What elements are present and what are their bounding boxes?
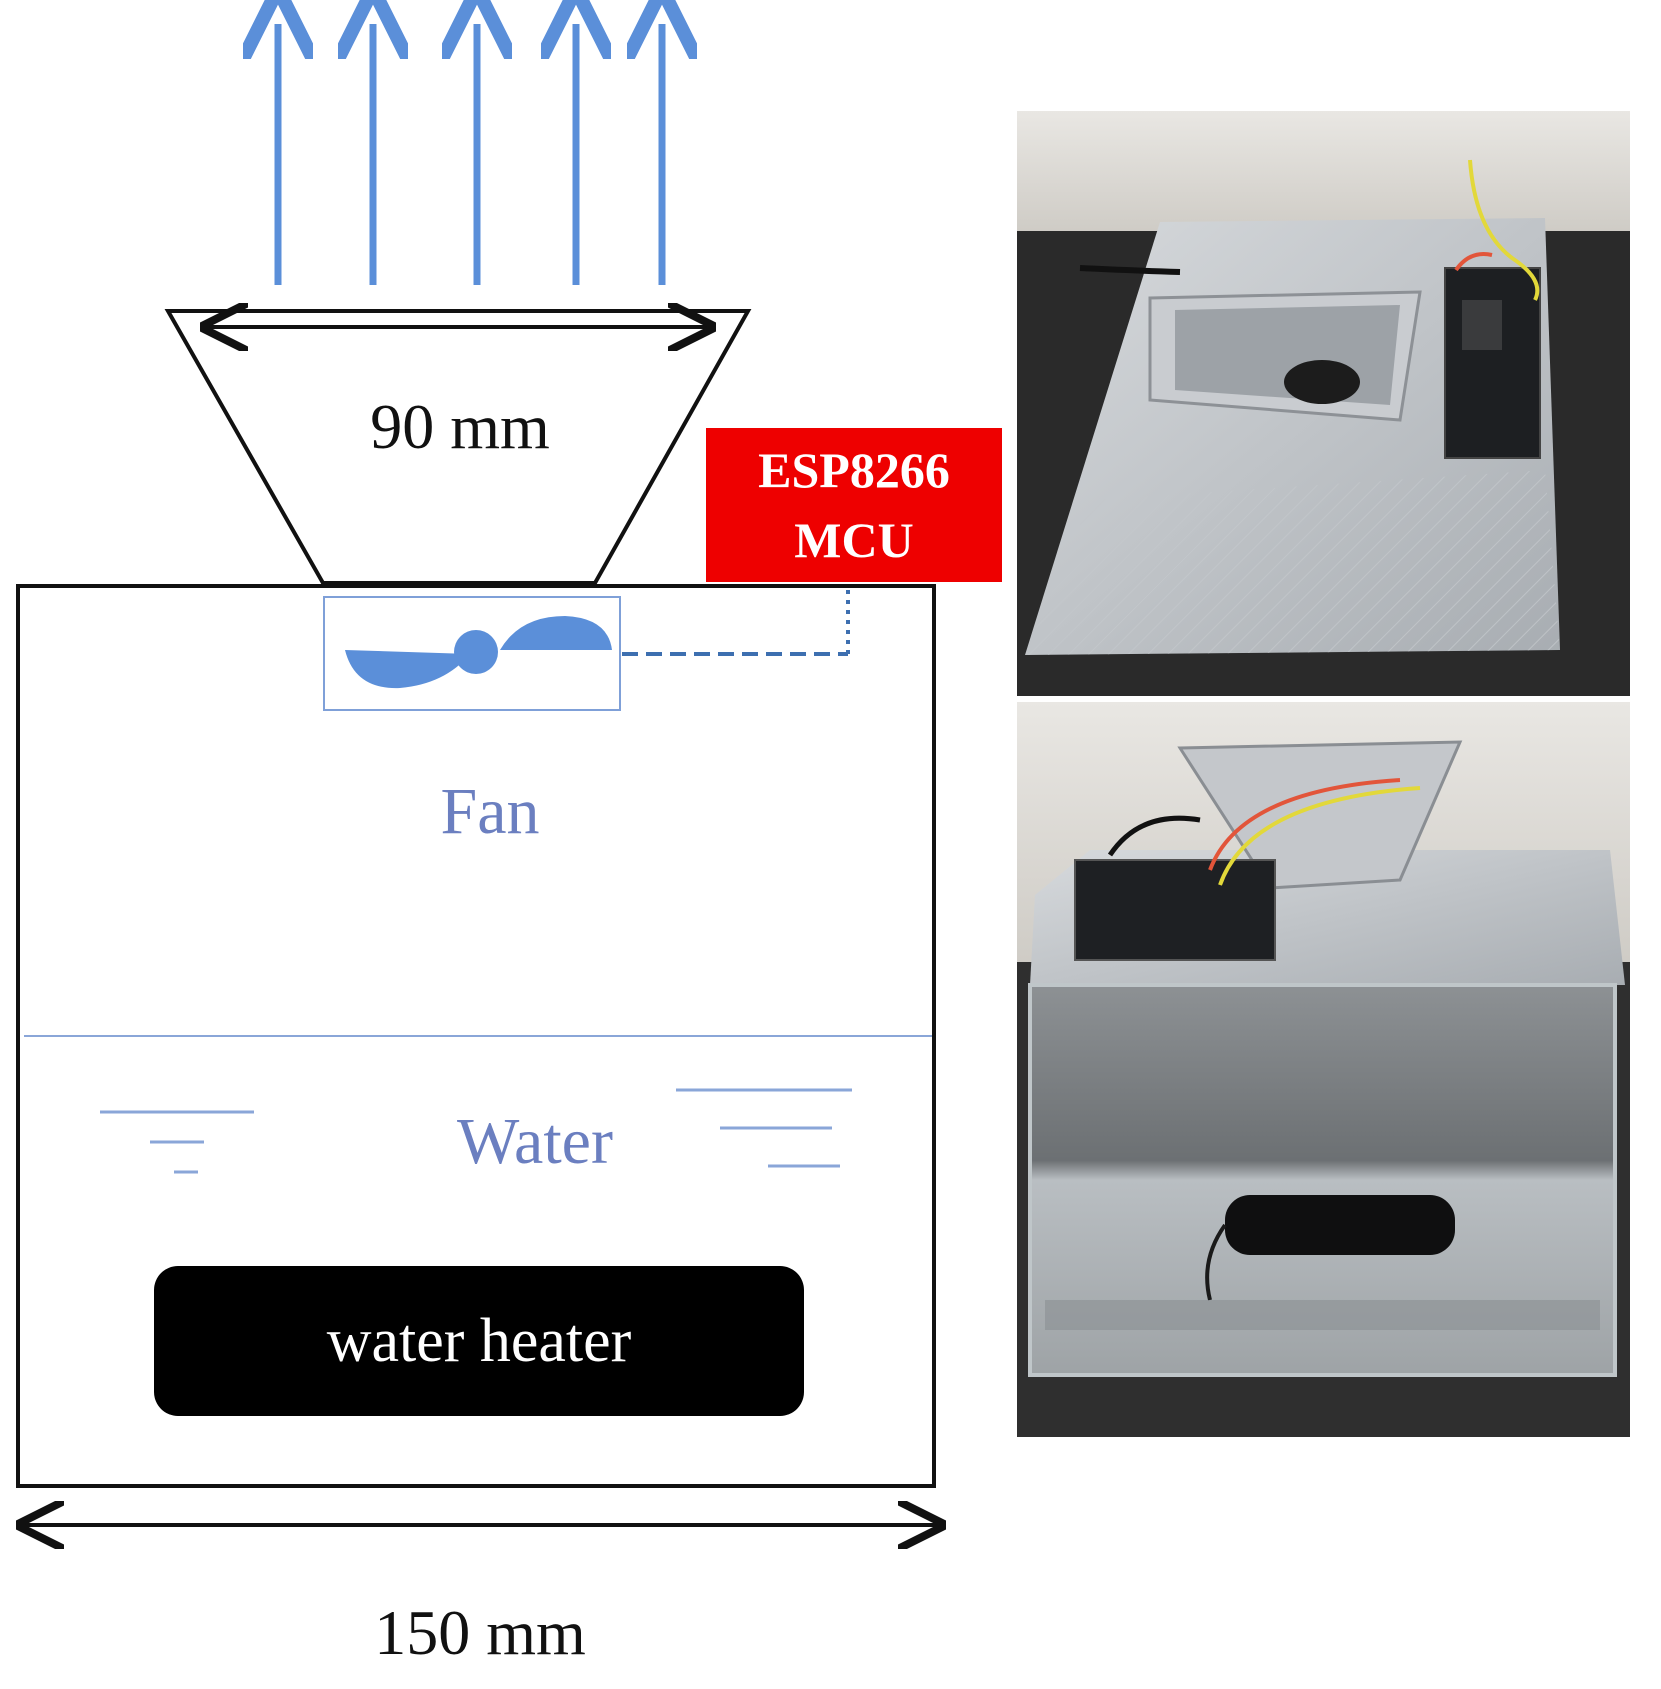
prototype-photo-bottom (1017, 702, 1630, 1437)
tank-outline (16, 584, 936, 1488)
water-label: Water (457, 1105, 613, 1178)
water-heater-label: water heater (326, 1306, 632, 1375)
airflow-arrows (278, 24, 662, 285)
prototype-photo-top (1017, 111, 1630, 696)
mcu-label-line2: MCU (794, 512, 914, 568)
water-ripples (100, 1088, 852, 1174)
fan-icon (345, 616, 612, 689)
mcu-label-line1: ESP8266 (758, 442, 950, 498)
base-width-label: 150 mm (374, 1597, 586, 1668)
water-heater: water heater (154, 1266, 804, 1416)
mcu-label-box: ESP8266 MCU (706, 428, 1002, 582)
fan-label: Fan (440, 775, 540, 848)
outlet-width-label: 90 mm (370, 391, 550, 462)
fan-box (323, 596, 621, 711)
